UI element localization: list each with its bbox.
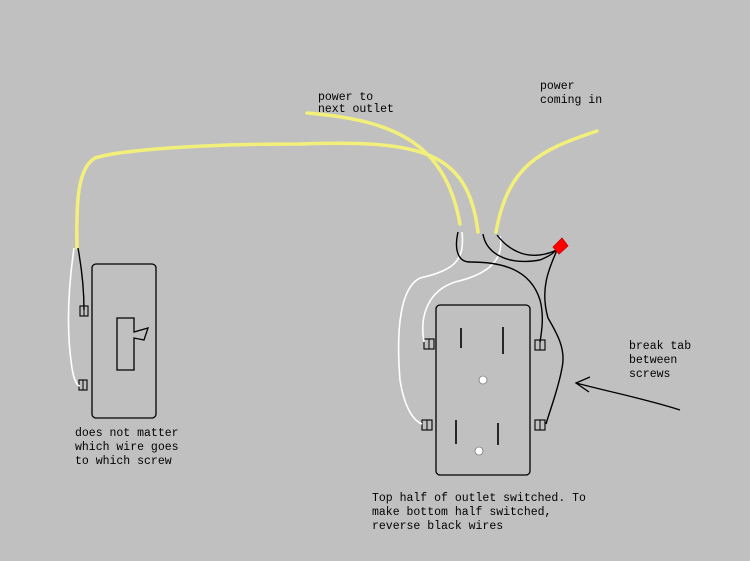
label-switch-note-line3: to which screw <box>75 455 172 468</box>
outlet-screw-left-bottom <box>421 419 433 431</box>
label-break-tab-line3: screws <box>629 368 670 381</box>
label-break-tab-line1: break tab <box>629 340 691 353</box>
switch-toggle <box>116 317 150 371</box>
label-power-in-line2: coming in <box>540 94 602 107</box>
black-wire-switch-leg <box>455 231 543 343</box>
label-outlet-note-line3: reverse black wires <box>372 520 503 533</box>
break-tab-arrow-head <box>574 376 591 393</box>
cable-to-next-outlet <box>305 111 462 226</box>
label-switch-note-line2: which wire goes <box>75 441 179 454</box>
duplex-outlet <box>435 304 531 476</box>
white-wire-2 <box>422 235 502 343</box>
switch-wire-black <box>77 247 85 311</box>
label-power-to-next-line2: next outlet <box>318 103 394 116</box>
cable-power-in <box>494 129 599 234</box>
lower-ground-hole <box>474 446 484 456</box>
outlet-screw-left-top <box>423 338 435 350</box>
label-power-to-next-line1: power to <box>318 91 373 104</box>
cable-to-switch <box>75 141 480 250</box>
white-wire-1 <box>397 231 464 425</box>
switch-wire-white <box>67 247 81 387</box>
switch-screw-bottom <box>78 379 88 391</box>
upper-ground-hole <box>478 375 488 385</box>
outlet-screw-right-bottom <box>534 419 546 431</box>
black-wire-to-bottom <box>544 247 564 425</box>
black-wire-next <box>482 233 559 262</box>
label-outlet-note-line2: make bottom half switched, <box>372 506 551 519</box>
wire-nut <box>552 237 569 255</box>
label-outlet-note-line1: Top half of outlet switched. To <box>372 492 586 505</box>
break-tab-arrow <box>575 382 681 411</box>
label-switch-note-line1: does not matter <box>75 427 179 440</box>
black-wire-in <box>496 234 558 256</box>
label-power-in-line1: power <box>540 80 575 93</box>
label-break-tab-line2: between <box>629 354 677 367</box>
